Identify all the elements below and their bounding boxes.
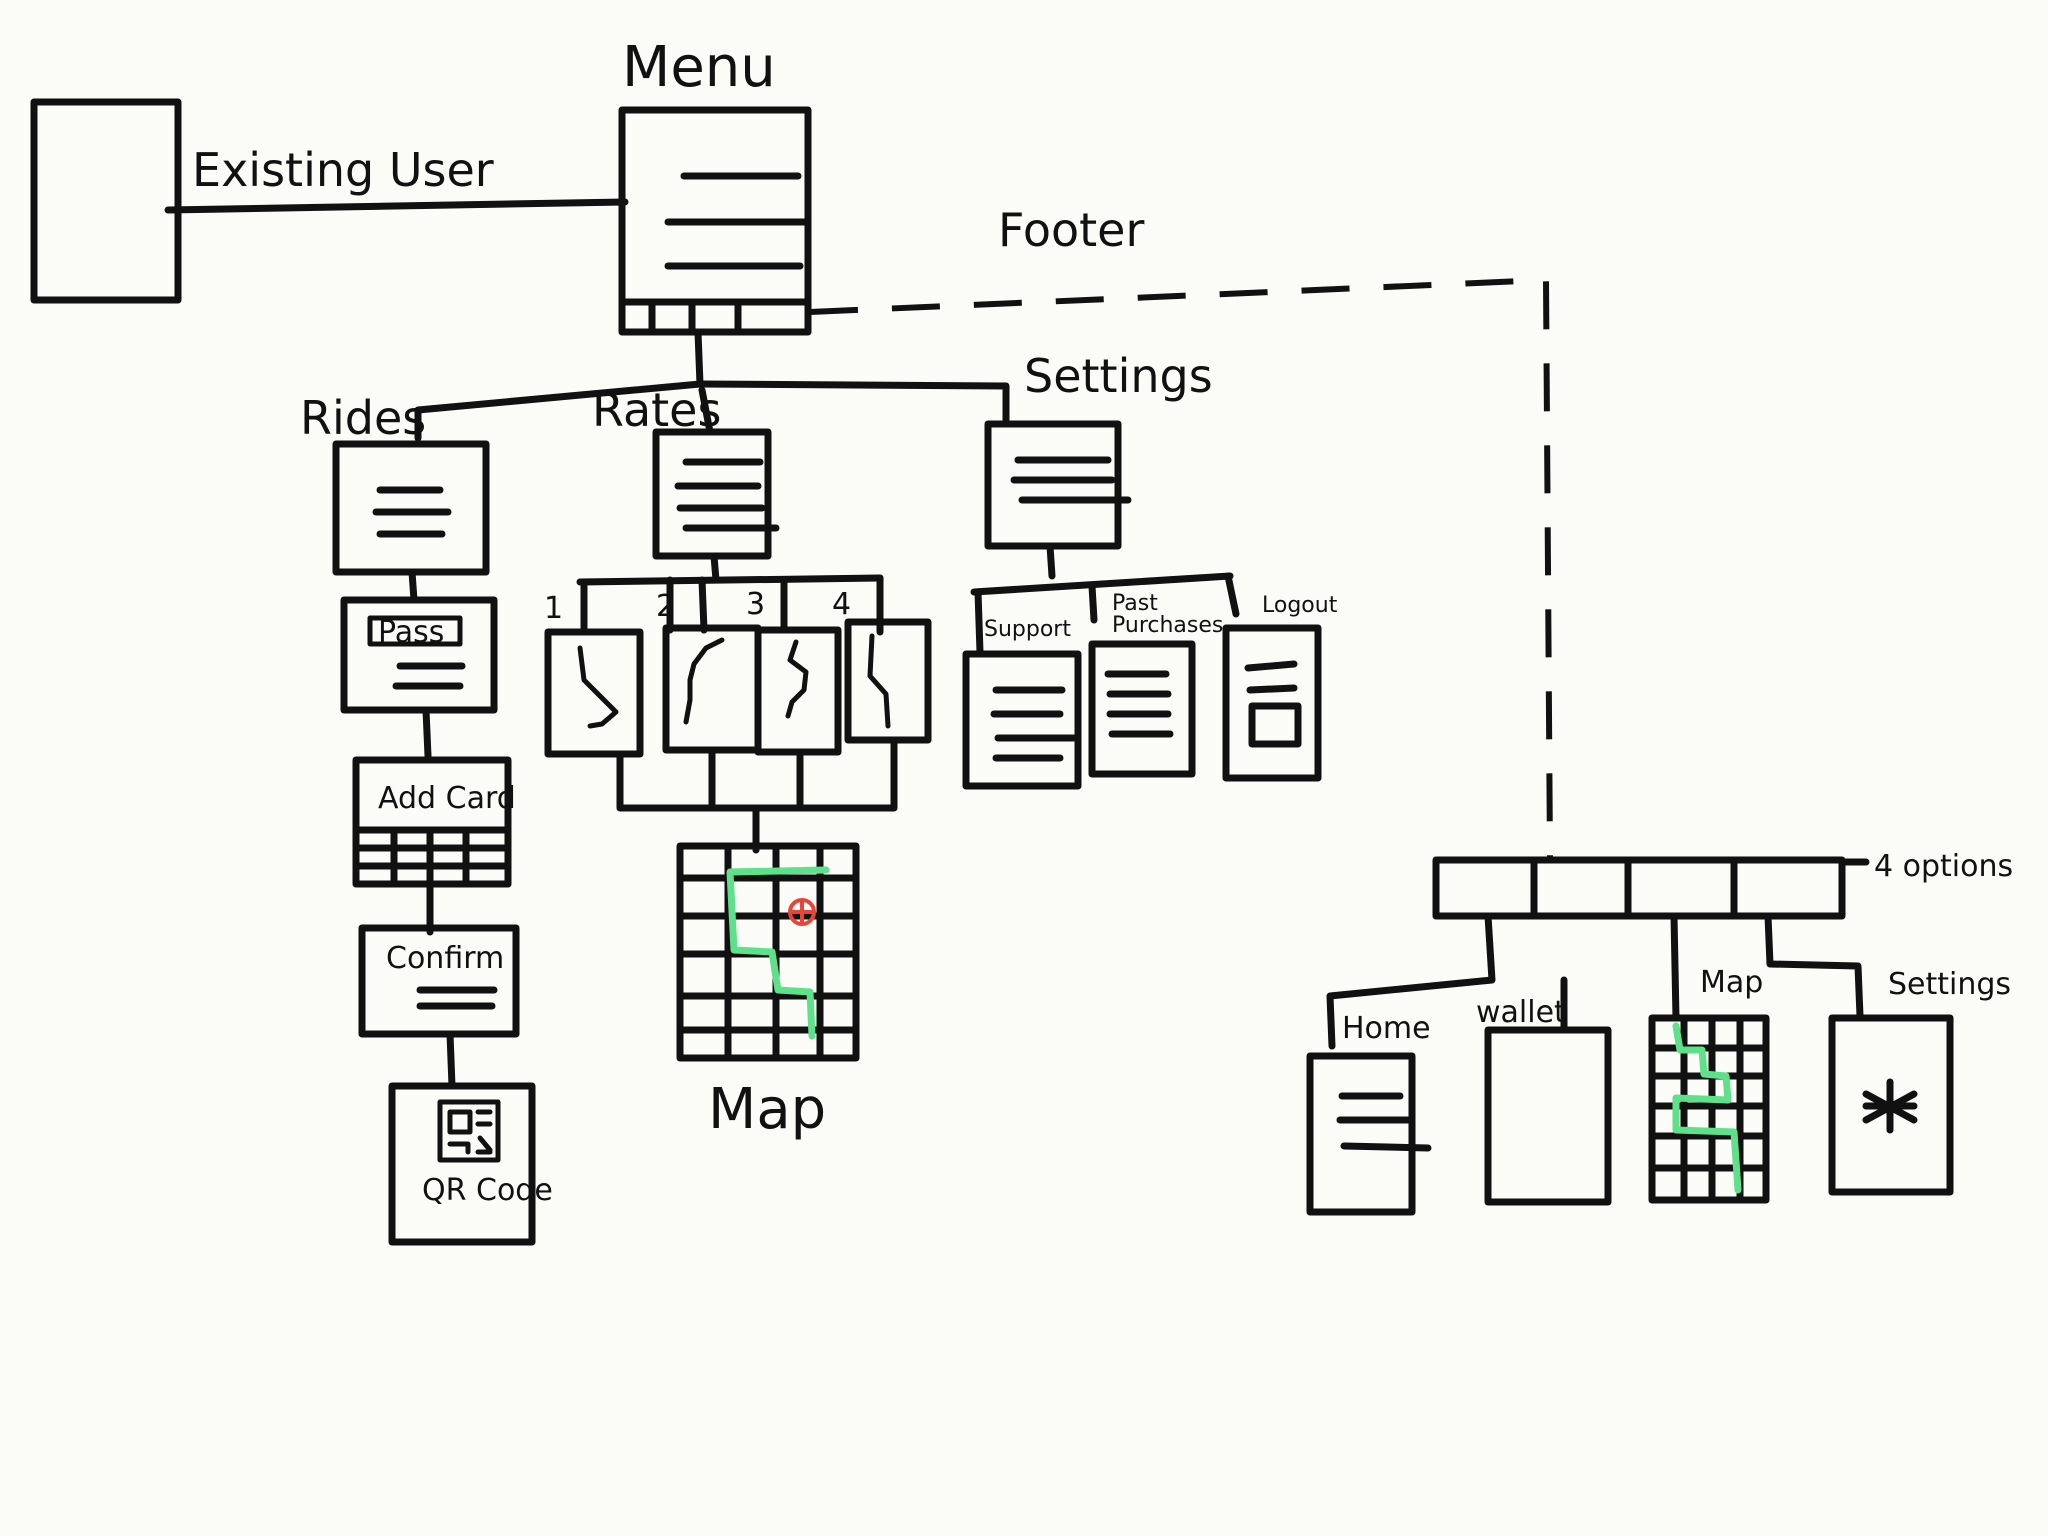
four-options-label: 4 options xyxy=(1874,849,2013,884)
past-purchases-label-line1: Past xyxy=(1112,591,1158,616)
footer-home-screen xyxy=(1306,1052,1432,1216)
pass-label: Pass xyxy=(378,615,444,650)
support-screen xyxy=(962,650,1082,790)
rides-screen xyxy=(332,440,490,576)
add-card-label: Add Card xyxy=(378,781,516,816)
rate-option-4 xyxy=(844,618,932,744)
footer-branch-map xyxy=(1670,912,1680,1022)
existing-user-label: Existing User xyxy=(192,143,494,197)
past-purchases-screen xyxy=(1088,640,1196,778)
footer-wallet-screen xyxy=(1484,1026,1612,1206)
pass-screen: Pass xyxy=(340,596,498,714)
footer-branch-home xyxy=(1326,912,1496,1050)
menu-screen xyxy=(618,106,812,336)
menu-label: Menu xyxy=(622,35,776,100)
qr-code-screen: QR Code xyxy=(388,1082,553,1246)
existing-user-connector xyxy=(164,198,629,214)
rate-number-4: 4 xyxy=(832,587,851,622)
confirm-screen: Confirm xyxy=(358,924,520,1038)
past-purchases-label-line2: Purchases xyxy=(1112,613,1223,638)
rates-screen xyxy=(652,428,780,560)
menu-tree-right xyxy=(696,380,1010,424)
footer-map-label: Map xyxy=(1700,965,1763,1000)
menu-tree-mid xyxy=(698,386,714,436)
qr-code-label: QR Code xyxy=(422,1173,553,1208)
asterisk-icon xyxy=(1862,1078,1918,1134)
add-card-screen: Add Card xyxy=(352,756,516,888)
settings-branch-bar xyxy=(970,572,1234,596)
support-label: Support xyxy=(984,617,1071,642)
rates-map-screen xyxy=(676,842,860,1062)
rate-option-2 xyxy=(662,624,762,754)
footer-settings-label: Settings xyxy=(1888,967,2011,1002)
rides-label: Rides xyxy=(300,391,426,445)
confirm-label: Confirm xyxy=(386,941,504,976)
footer-wallet-label: wallet xyxy=(1476,995,1566,1030)
footer-home-label: Home xyxy=(1342,1011,1431,1046)
rate-option-3 xyxy=(754,626,842,756)
footer-settings-screen xyxy=(1828,1014,1954,1196)
rate-number-2: 2 xyxy=(656,589,675,624)
rate-number-3: 3 xyxy=(746,587,765,622)
rates-label: Rates xyxy=(592,383,721,437)
footer-map-screen xyxy=(1648,1014,1770,1204)
footer-branch-settings xyxy=(1764,912,1864,1020)
footer-nav-bar xyxy=(1432,856,1870,920)
rate-option-1 xyxy=(544,628,644,758)
rates-map-label: Map xyxy=(708,1077,826,1142)
logout-screen xyxy=(1222,624,1322,782)
existing-user-screen xyxy=(30,98,182,304)
settings-screen xyxy=(984,420,1132,550)
rates-branch-bar xyxy=(576,574,884,586)
logout-label: Logout xyxy=(1262,593,1338,618)
menu-tree-left xyxy=(414,328,704,442)
footer-label: Footer xyxy=(998,203,1144,257)
rate-number-1: 1 xyxy=(544,591,563,626)
settings-label: Settings xyxy=(1024,349,1213,403)
